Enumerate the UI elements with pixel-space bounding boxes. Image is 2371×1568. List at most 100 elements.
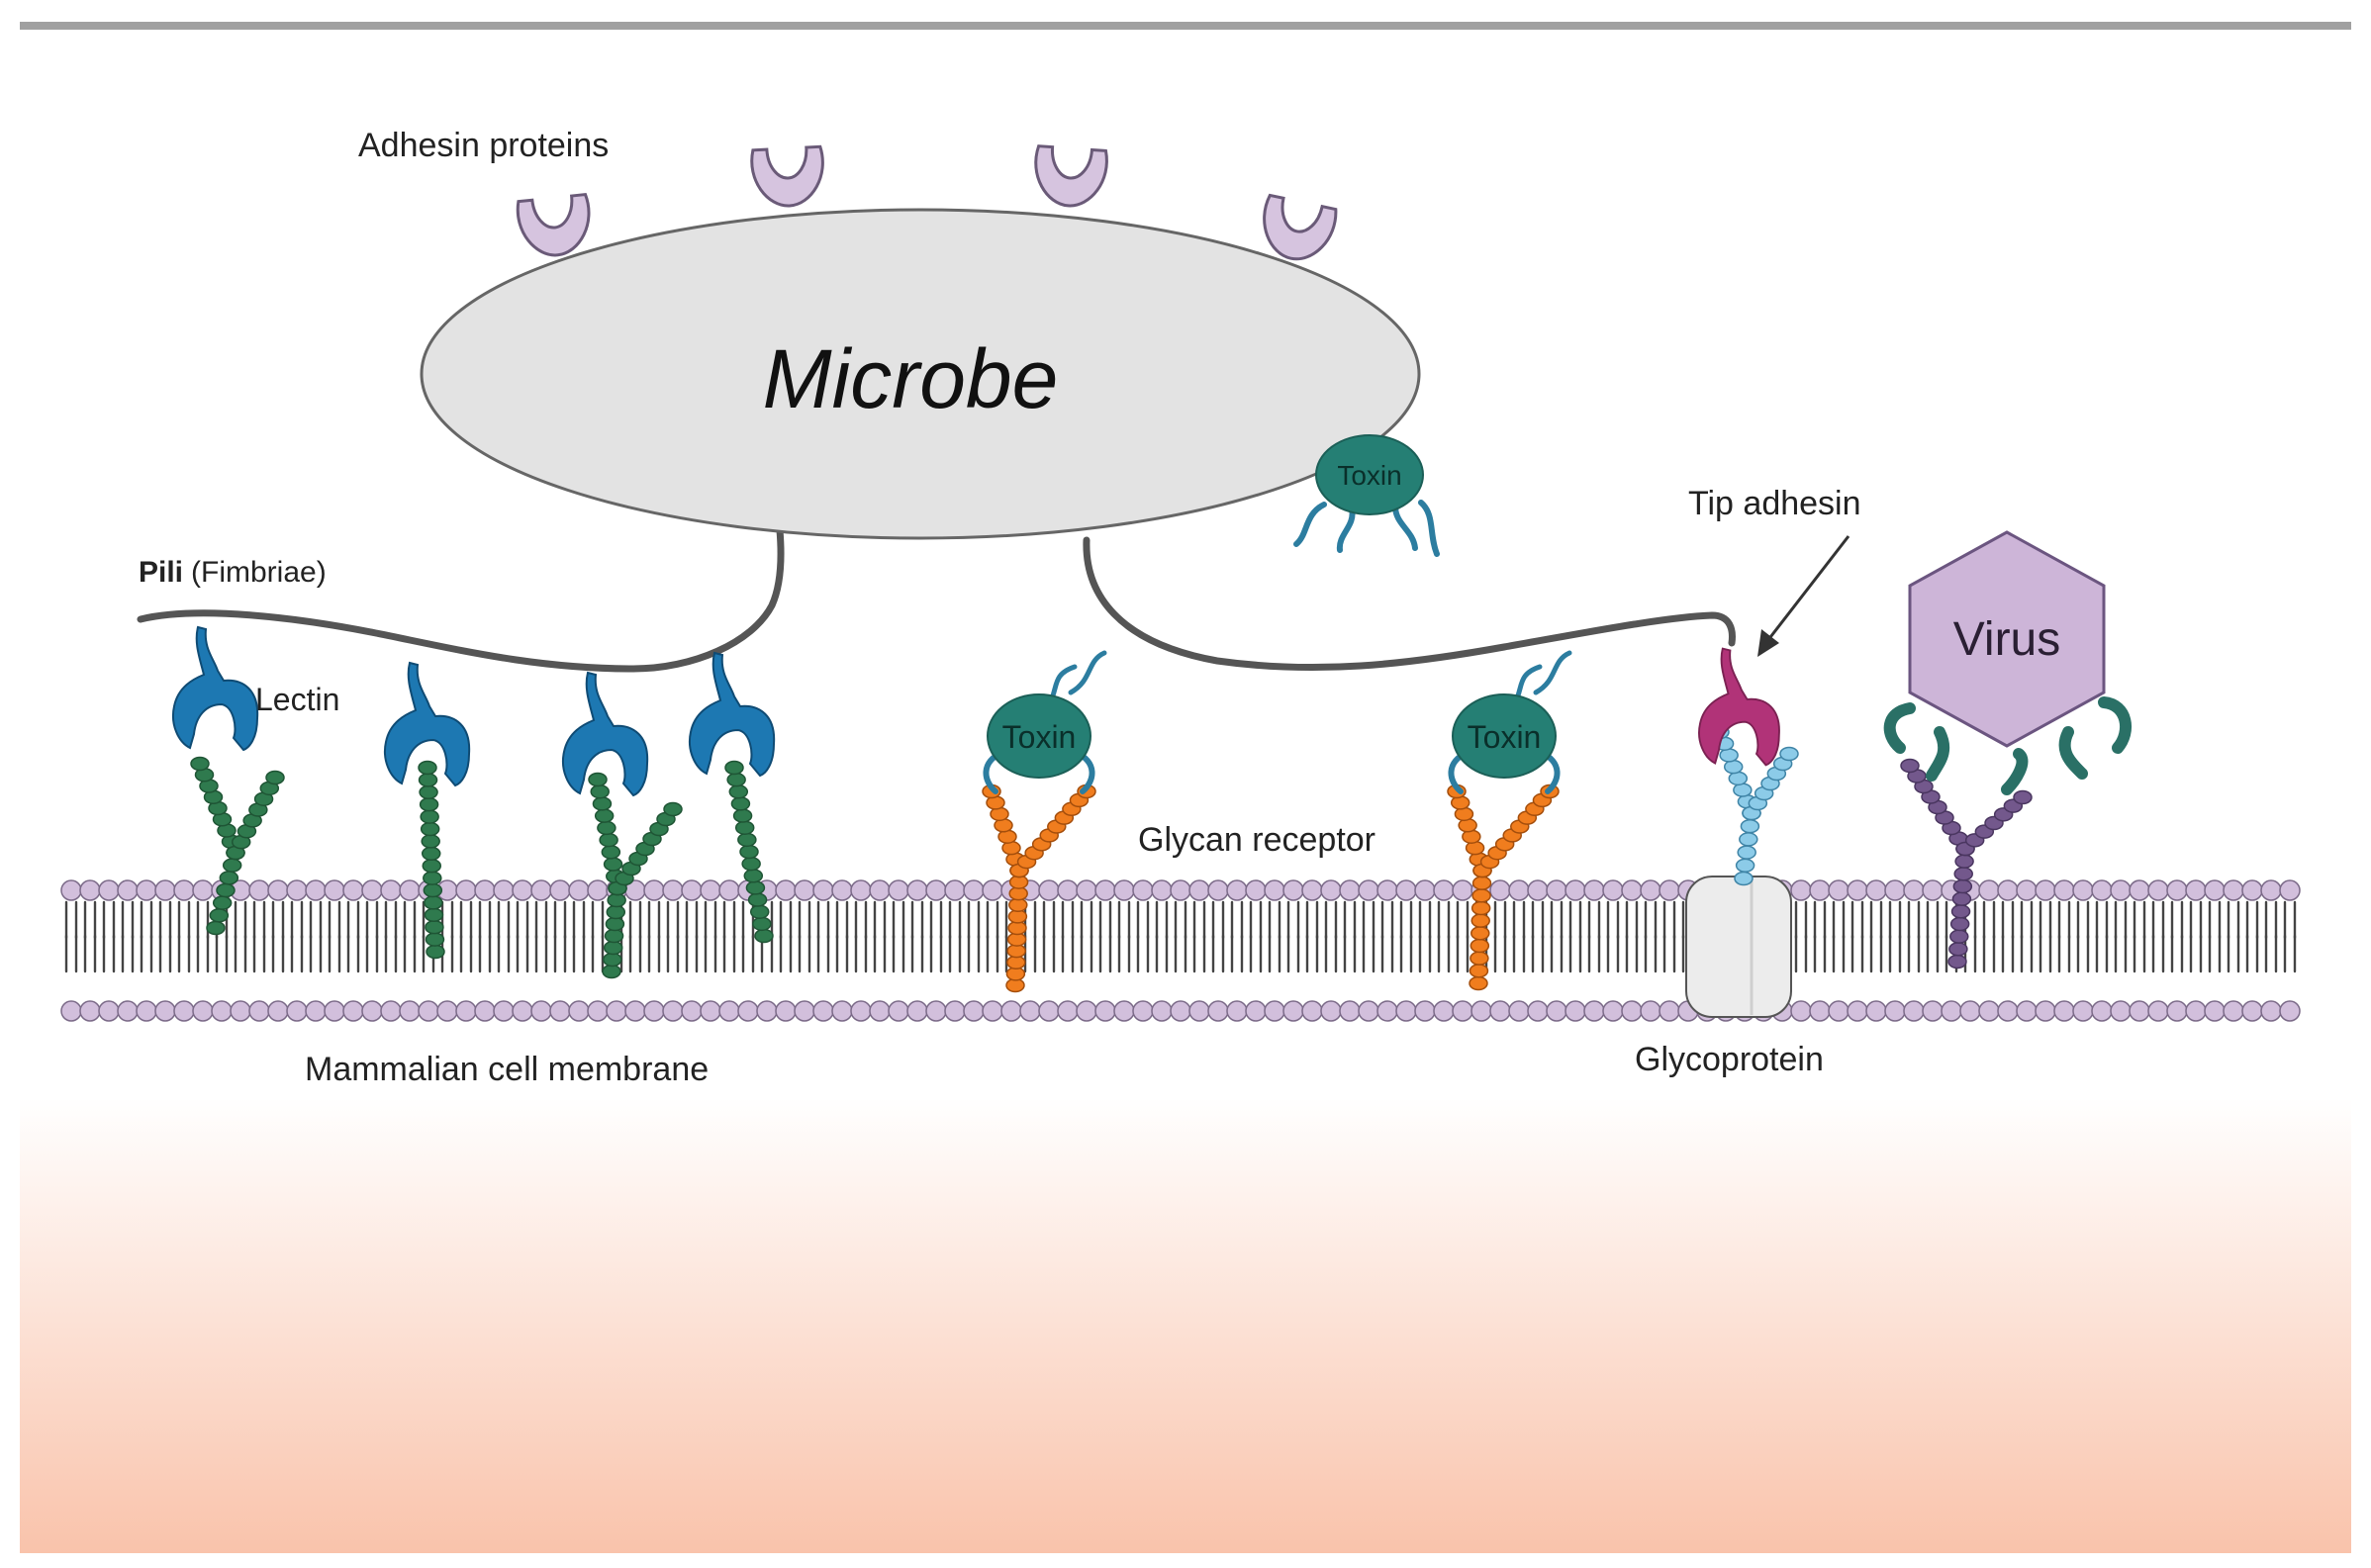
glycan-chains — [190, 724, 2033, 993]
toxin-left-label: Toxin — [1002, 719, 1077, 755]
glycan-bead — [741, 856, 761, 872]
glycan-bead — [743, 869, 764, 883]
cell-membrane — [60, 879, 2301, 1022]
glycoprotein-label: Glycoprotein — [1635, 1041, 1824, 1078]
glycan-bead — [1948, 942, 1968, 957]
glycan-bead — [1733, 783, 1753, 797]
virus: Virus — [1883, 530, 2132, 795]
glycan-bead — [2013, 789, 2033, 805]
glycan-bead — [1469, 975, 1488, 991]
glycan-bead — [1470, 938, 1490, 954]
glycan-bead — [190, 756, 210, 772]
glycan-bead — [663, 801, 683, 817]
glycan-bead — [730, 796, 751, 811]
glycan-bead — [724, 760, 744, 776]
glycan-bead — [1728, 771, 1749, 786]
glycan-bead — [1949, 929, 1969, 944]
tip-adhesin-label: Tip adhesin — [1688, 485, 1861, 522]
pili — [137, 526, 1736, 673]
glycan-bead — [426, 944, 445, 960]
glycan-bead — [222, 858, 242, 873]
glycan-bead — [594, 808, 615, 823]
glycan-bead — [601, 845, 621, 860]
glycan-bead — [752, 916, 772, 932]
glycan-bead — [1779, 746, 1799, 762]
glycan-bead — [418, 773, 438, 787]
glycan-bead — [209, 908, 230, 923]
pili-label: Pili(Fimbriae) — [139, 556, 327, 589]
tip-adhesin-arrow — [1757, 535, 1850, 657]
toxin-right: Toxin — [1448, 650, 1572, 794]
glycan-bead — [425, 932, 445, 947]
glycan-bead — [1735, 858, 1755, 874]
mammalian-cell-membrane-label: Mammalian cell membrane — [305, 1051, 709, 1088]
adhesin-proteins-label: Adhesin proteins — [358, 127, 609, 164]
glycan-bead — [1470, 951, 1489, 966]
glycan-bead — [1952, 878, 1973, 894]
glycan-bead — [1739, 832, 1758, 847]
glycan-bead — [728, 784, 749, 799]
glycan-bead — [737, 832, 757, 848]
glycan-bead — [1470, 900, 1491, 916]
glycan-bead — [422, 858, 442, 874]
glycan-bead — [219, 871, 239, 885]
virus-label: Virus — [1953, 613, 2061, 666]
glycan-bead — [419, 796, 439, 812]
glycan-bead — [1471, 888, 1491, 903]
glycan-bead — [1947, 954, 1967, 969]
glycan-bead — [1471, 876, 1492, 890]
glycan-bead — [590, 784, 610, 799]
glycan-bead — [606, 904, 626, 920]
glycan-bead — [597, 820, 616, 836]
glycan-bead — [592, 796, 613, 811]
glycan-bead — [745, 880, 766, 895]
glycan-bead — [1470, 926, 1490, 941]
glycan-receptor-label: Glycan receptor — [1138, 821, 1375, 859]
glycan-bead — [603, 857, 623, 872]
glycan-bead — [421, 846, 441, 862]
glycan-bead — [1740, 818, 1760, 834]
glycan-bead — [1723, 759, 1744, 775]
glycan-bead — [1951, 891, 1972, 906]
glycan-bead — [734, 820, 755, 835]
glycan-bead — [212, 895, 233, 910]
glycan-bead — [588, 772, 608, 787]
glycan-bead — [423, 882, 443, 898]
glycan-bead — [420, 821, 440, 837]
glycan-bead — [754, 928, 774, 944]
glycan-bead — [749, 904, 770, 919]
glycan-bead — [747, 892, 768, 907]
glycan-bead — [602, 964, 621, 979]
toxin-right-label: Toxin — [1468, 719, 1542, 755]
glycan-bead — [1953, 867, 1973, 881]
glycan-bead — [418, 760, 437, 776]
glycan-bead — [421, 834, 440, 849]
glycan-bead — [604, 928, 624, 944]
top-rule — [20, 22, 2351, 30]
glycan-bead — [732, 808, 753, 823]
glycoprotein-block — [1685, 876, 1792, 1018]
glycan-bead — [206, 920, 226, 936]
glycan-bead — [265, 770, 285, 785]
glycan-bead — [1469, 964, 1489, 978]
glycan-bead — [216, 882, 236, 898]
glycan-bead — [607, 892, 626, 908]
glycan-bead — [419, 784, 438, 800]
background-gradient — [20, 1098, 2351, 1553]
glycan-bead — [599, 832, 618, 848]
toxin-left: Toxin — [983, 650, 1107, 794]
glycan-bead — [1954, 854, 1974, 869]
toxin-attached-label: Toxin — [1337, 460, 1401, 491]
glycan-bead — [1737, 845, 1756, 860]
pili-label-text: Pili — [139, 556, 183, 589]
glycan-bead — [603, 940, 623, 956]
glycan-bead — [420, 809, 439, 824]
glycan-bead — [603, 952, 622, 968]
toxin-attached: Toxin — [1293, 434, 1440, 557]
glycan-bead — [1719, 748, 1739, 763]
glycan-bead — [605, 916, 625, 932]
glycan-bead — [425, 919, 444, 935]
microbe-label: Microbe — [763, 332, 1059, 425]
glycan-bead — [739, 844, 759, 860]
